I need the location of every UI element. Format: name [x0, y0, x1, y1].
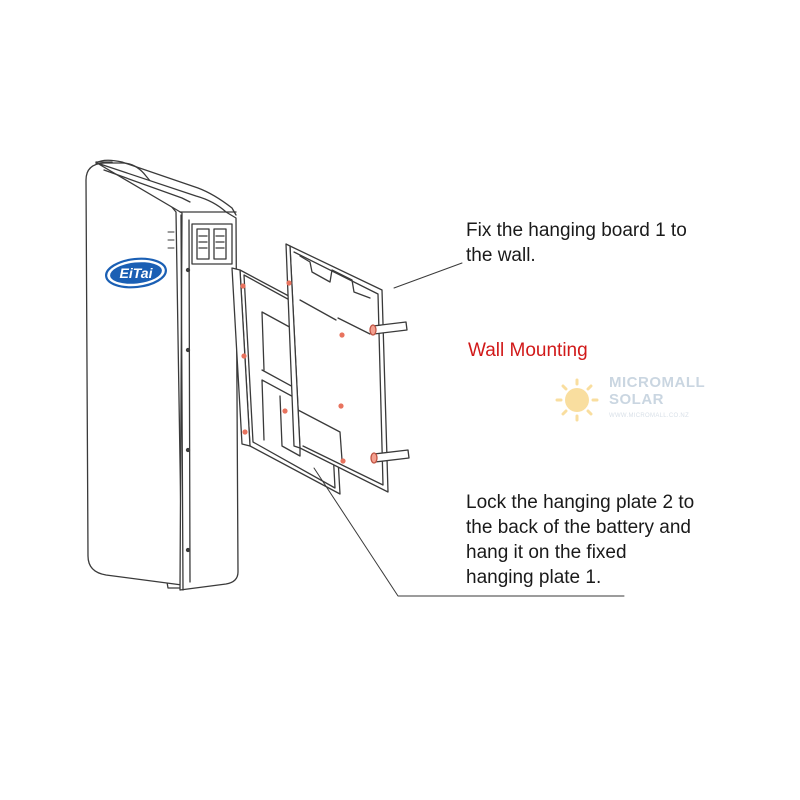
screw-markers [240, 280, 346, 464]
leader-line-lock-plate [313, 467, 625, 597]
hanging-board-1 [285, 243, 389, 493]
leader-line-fix-board [393, 262, 463, 289]
watermark-line-2: SOLAR [609, 391, 664, 408]
fix-board-note-line-2: the wall. [466, 245, 536, 266]
lock-plate-note-line-1: Lock the hanging plate 2 to [466, 492, 695, 513]
eitai-logo: EiTai [105, 257, 167, 289]
lock-plate-note-line-2: the back of the battery and [466, 517, 691, 538]
micromall-solar-watermark: MICROMALL SOLAR WWW.MICROMALL.CO.NZ [553, 372, 733, 432]
fix-board-note: Fix the hanging board 1 to the wall. [466, 218, 766, 268]
lock-plate-note-line-4: hanging plate 1. [466, 567, 602, 588]
battery-body [85, 159, 239, 591]
wall-bolts [369, 321, 410, 464]
lock-plate-note: Lock the hanging plate 2 to the back of … [466, 490, 766, 590]
sun-icon [555, 378, 599, 422]
eitai-logo-text: EiTai [120, 265, 154, 281]
watermark-line-3: WWW.MICROMALL.CO.NZ [609, 413, 690, 419]
wall-mounting-title: Wall Mounting [468, 340, 588, 361]
lock-plate-note-line-3: hang it on the fixed [466, 542, 627, 563]
watermark-line-1: MICROMALL [609, 374, 706, 391]
fix-board-note-line-1: Fix the hanging board 1 to [466, 220, 687, 241]
